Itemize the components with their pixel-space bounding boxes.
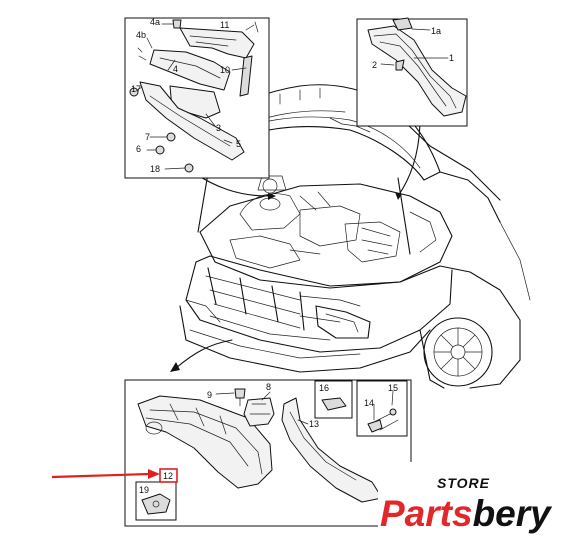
detail-box-top-left bbox=[124, 17, 270, 179]
callout-label-highlighted: 12 bbox=[163, 471, 173, 481]
callout-label: 1 bbox=[449, 53, 454, 63]
detail-box-top-right bbox=[356, 17, 468, 127]
callout-label: 16 bbox=[319, 383, 329, 393]
detail-box-bottom bbox=[124, 379, 412, 527]
callout-label: 14 bbox=[364, 398, 374, 408]
callout-label: 10 bbox=[220, 65, 230, 75]
leader-arrow-bottom bbox=[175, 339, 233, 369]
highlight-box bbox=[159, 468, 178, 483]
callout-label: 7 bbox=[145, 132, 150, 142]
leader-arrow-top-right bbox=[397, 117, 421, 197]
callout-label: 8 bbox=[266, 382, 271, 392]
red-pointer-arrow bbox=[51, 469, 160, 479]
callout-label: 1a bbox=[431, 26, 441, 36]
callout-label: 11 bbox=[220, 20, 229, 30]
callout-label: 15 bbox=[388, 383, 398, 393]
callout-label: 6 bbox=[136, 144, 141, 154]
callout-label: 4b bbox=[136, 30, 146, 40]
store-logo: STORE Partsbery bbox=[378, 462, 560, 540]
callout-label: 13 bbox=[309, 419, 319, 429]
callout-label: 9 bbox=[207, 390, 212, 400]
logo-brand-part1: Parts bbox=[380, 493, 473, 534]
callout-label: 4 bbox=[173, 64, 178, 74]
callout-label: 2 bbox=[372, 60, 377, 70]
callout-label: 18 bbox=[150, 164, 160, 174]
car-illustration bbox=[179, 84, 531, 389]
logo-brand-part2: bery bbox=[473, 493, 554, 534]
callout-label: 5 bbox=[236, 139, 241, 149]
callout-label: 4a bbox=[150, 17, 160, 27]
callout-label: 17 bbox=[131, 84, 141, 94]
logo-store-text: STORE bbox=[437, 475, 490, 491]
logo-brand-text: Partsbery bbox=[380, 493, 553, 534]
callout-label: 19 bbox=[139, 485, 149, 495]
callout-label: 3 bbox=[216, 123, 221, 133]
